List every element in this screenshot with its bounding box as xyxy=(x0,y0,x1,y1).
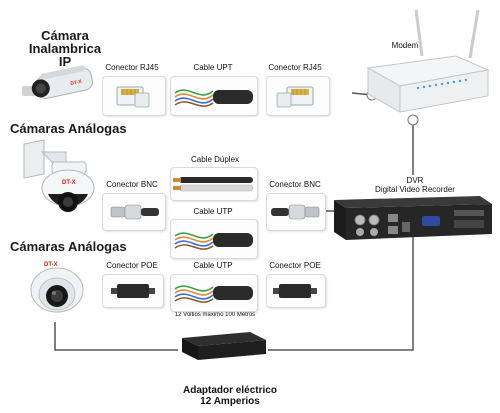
dvr-label-line2: Digital Video Recorder xyxy=(375,185,455,194)
poe-adapter-left xyxy=(102,274,164,308)
brand-logo-1: DT-X xyxy=(70,79,83,87)
wire-dvr-adapter xyxy=(268,228,414,351)
poe-adapter-icon xyxy=(111,284,155,298)
bnc-connector-right xyxy=(266,193,326,231)
ip-bullet-camera-icon: DT-X xyxy=(22,65,93,99)
bnc-connector-icon xyxy=(271,204,320,220)
poe-adapter-right xyxy=(266,274,326,308)
poe-adapter-icon xyxy=(273,284,317,298)
analog-cameras-title-1: Cámaras Análogas xyxy=(10,121,127,136)
utp-cable-icon xyxy=(174,89,253,107)
port-dot-modem-bottom xyxy=(407,114,419,126)
utp-cable-icon xyxy=(174,232,253,250)
bnc-connector-left xyxy=(102,193,166,231)
power-adapter-label: Adaptador eléctrico 12 Amperios xyxy=(140,385,320,407)
row2-connector-right-label: Conector BNC xyxy=(269,180,321,189)
row3-connector-left-label: Conector POE xyxy=(106,261,158,270)
ptz-dome-camera-icon: DT-X xyxy=(23,139,95,212)
row1-connector-left-label: Conector RJ45 xyxy=(105,63,159,72)
power-adapter-icon xyxy=(182,332,266,360)
row2-cable-label: Cable UTP xyxy=(193,207,233,216)
ip-camera-title: Cámara Inalambrica IP xyxy=(10,29,120,68)
duplex-cable-label: Cable Dúplex xyxy=(190,155,240,164)
utp-cable-icon xyxy=(174,285,253,303)
dome-camera-icon: DT-X xyxy=(30,262,84,313)
brand-logo-3: DT-X xyxy=(44,262,58,268)
utp-cable-row3 xyxy=(170,274,258,312)
bnc-connector-icon xyxy=(110,204,159,220)
modem-label: Modem xyxy=(391,41,419,50)
ip-camera-title-line1: Cámara Inalambrica xyxy=(28,28,102,56)
brand-logo-2: DT-X xyxy=(62,180,76,186)
poe-distance-note: 12 Voltios maximo 100 Metros xyxy=(174,312,256,318)
duplex-cable xyxy=(170,167,258,201)
row1-cable-label: Cable UPT xyxy=(193,63,233,72)
adapter-label-line1: Adaptador eléctrico xyxy=(183,385,277,396)
row2-connector-left-label: Conector BNC xyxy=(106,180,158,189)
wire-camera-adapter xyxy=(54,322,178,351)
ip-camera-title-line2: IP xyxy=(58,54,72,69)
utp-cable-row1 xyxy=(170,76,258,116)
row3-cable-label: Cable UTP xyxy=(193,261,233,270)
rj45-connector-icon xyxy=(116,86,150,108)
adapter-label-line2: 12 Amperios xyxy=(200,396,260,407)
dvr-icon xyxy=(334,196,492,240)
rj45-connector-right xyxy=(266,76,330,116)
rj45-connector-left xyxy=(102,76,166,116)
row1-connector-right-label: Conector RJ45 xyxy=(268,63,322,72)
rj45-connector-icon xyxy=(276,86,314,108)
row3-connector-right-label: Conector POE xyxy=(269,261,321,270)
utp-cable-row2 xyxy=(170,219,258,259)
duplex-cable-icon xyxy=(173,177,254,192)
dvr-label: DVR Digital Video Recorder xyxy=(360,176,470,194)
analog-cameras-title-2: Cámaras Análogas xyxy=(10,239,127,254)
dvr-label-line1: DVR xyxy=(406,176,424,185)
modem-icon xyxy=(366,9,490,113)
